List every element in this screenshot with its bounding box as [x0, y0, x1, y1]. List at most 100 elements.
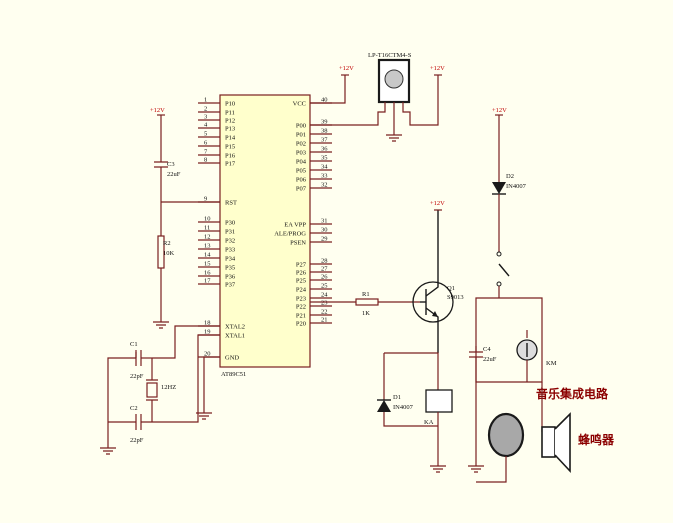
r2-name: R2	[163, 240, 171, 247]
pin-number-12: 12	[204, 234, 211, 241]
buzzer-horn-icon	[554, 412, 571, 474]
supply-label-q1: +12V	[430, 200, 445, 207]
q1-value: S9013	[447, 294, 464, 301]
d2-name: D2	[506, 173, 514, 180]
sensor-window	[384, 69, 404, 89]
pin-number-26: 26	[321, 274, 328, 281]
q1-name: Q1	[447, 285, 455, 292]
pin-number-21: 21	[321, 317, 328, 324]
pin-number-13: 13	[204, 243, 211, 250]
supply-label-reset: +12V	[150, 107, 165, 114]
pin-number-33: 33	[321, 173, 328, 180]
pin-name-22: P21	[296, 313, 306, 320]
pin-name-19: XTAL1	[225, 333, 245, 340]
pin-number-29: 29	[321, 236, 328, 243]
pin-number-14: 14	[204, 252, 211, 259]
pin-name-36: P03	[296, 150, 306, 157]
pin-number-38: 38	[321, 128, 328, 135]
pin-number-8: 8	[204, 157, 207, 164]
pin-name-21: P20	[296, 321, 306, 328]
pin-name-25: P24	[296, 287, 307, 294]
pin-number-20: 20	[204, 351, 211, 358]
c1-value: 22pF	[130, 373, 144, 380]
pin-number-31: 31	[321, 218, 328, 225]
buzzer-label: 蜂鸣器	[578, 432, 615, 447]
pin-name-32: P07	[296, 186, 307, 193]
q1-transistor	[412, 281, 454, 323]
pin-name-11: P31	[225, 229, 235, 236]
pin-name-13: P33	[225, 247, 235, 254]
relay-contact-switch	[498, 263, 510, 277]
pin-name-28: P27	[296, 262, 307, 269]
c4-value: 22uF	[483, 356, 497, 363]
c2-value: 22pF	[130, 437, 144, 444]
pin-number-30: 30	[321, 227, 328, 234]
pin-name-9: RST	[225, 200, 237, 207]
pin-number-27: 27	[321, 266, 328, 273]
c4-name: C4	[483, 346, 491, 353]
pin-name-2: P11	[225, 110, 235, 117]
supply-label-sensor: +12V	[430, 65, 445, 72]
pin-number-35: 35	[321, 155, 328, 162]
pin-name-1: P10	[225, 101, 235, 108]
d2-value: IN4007	[506, 183, 527, 190]
pin-name-39: P00	[296, 123, 306, 130]
pin-name-26: P25	[296, 278, 306, 285]
crystal-body	[146, 382, 158, 398]
pin-number-15: 15	[204, 261, 211, 268]
mcu-chip-body	[219, 94, 311, 368]
relay-coil	[425, 389, 453, 413]
r1-value: 1K	[362, 310, 370, 317]
mcu-left-pins: 1P102P113P124P135P146P157P168P179RST10P3…	[198, 97, 245, 362]
c2-name: C2	[130, 405, 138, 412]
pin-number-6: 6	[204, 140, 208, 147]
pin-number-39: 39	[321, 119, 328, 126]
relay-name: KA	[424, 419, 434, 426]
c1-name: C1	[130, 341, 138, 348]
pin-name-38: P01	[296, 132, 306, 139]
pin-name-6: P15	[225, 144, 235, 151]
pin-number-25: 25	[321, 283, 328, 290]
pin-name-8: P17	[225, 161, 236, 168]
pin-number-2: 2	[204, 106, 207, 113]
pin-number-19: 19	[204, 329, 211, 336]
pin-number-17: 17	[204, 278, 211, 285]
pin-name-30: ALE/PROG	[274, 231, 306, 238]
pin-name-40: VCC	[293, 101, 306, 108]
buzzer-ic-disc	[487, 412, 525, 458]
crystal-value: 12HZ	[161, 384, 176, 391]
pin-number-10: 10	[204, 216, 211, 223]
d1-value: IN4007	[393, 404, 414, 411]
c3-name: C3	[167, 161, 175, 168]
pin-name-33: P06	[296, 177, 307, 184]
pin-number-11: 11	[204, 225, 210, 232]
pin-name-29: PSEN	[290, 240, 306, 247]
pin-number-5: 5	[204, 131, 207, 138]
pin-number-28: 28	[321, 258, 328, 265]
pin-name-16: P36	[225, 274, 236, 281]
pin-name-24: P23	[296, 296, 306, 303]
pin-number-36: 36	[321, 146, 328, 153]
music-ic-label: 音乐集成电路	[536, 386, 609, 401]
pin-name-37: P02	[296, 141, 306, 148]
pin-name-17: P37	[225, 282, 236, 289]
pin-name-23: P22	[296, 304, 306, 311]
pin-number-4: 4	[204, 122, 208, 129]
pin-name-12: P32	[225, 238, 235, 245]
pin-name-31: EA VPP	[284, 222, 306, 229]
pin-name-4: P13	[225, 126, 235, 133]
supply-label-d2: +12V	[492, 107, 507, 114]
sensor-label: LP-T16CTM4-S	[368, 52, 412, 59]
pin-number-24: 24	[321, 292, 328, 299]
buzzer-body	[541, 426, 556, 458]
km-name: KM	[546, 360, 557, 367]
pin-number-9: 9	[204, 196, 207, 203]
pin-name-27: P26	[296, 270, 307, 277]
pin-name-34: P05	[296, 168, 306, 175]
pin-name-14: P34	[225, 256, 236, 263]
pin-number-37: 37	[321, 137, 328, 144]
d1-name: D1	[393, 394, 401, 401]
pin-name-10: P30	[225, 220, 235, 227]
r1-name: R1	[362, 291, 370, 298]
